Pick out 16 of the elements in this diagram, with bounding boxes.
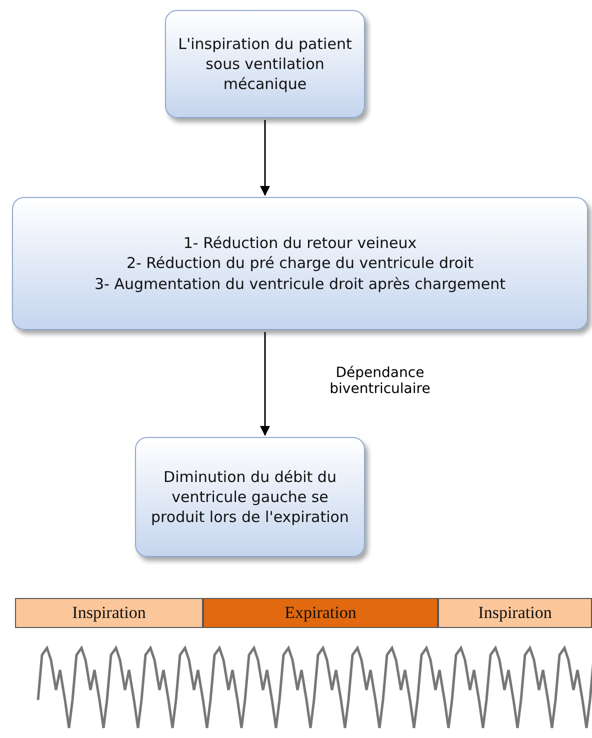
node-text: 1- Réduction du retour veineux (183, 233, 417, 254)
node-text: 3- Augmentation du ventricule droit après chargement (94, 274, 506, 294)
node-text: Inspiration (478, 602, 552, 624)
arrow (260, 332, 270, 436)
phase-band (438, 598, 592, 628)
node-text: L'inspiration du patient sous ventilation mécanique (178, 34, 352, 94)
process-box (12, 197, 588, 330)
arrow (260, 120, 270, 196)
node-text: Inspiration (72, 602, 146, 624)
node-text: Expiration (284, 602, 356, 624)
phase-band (15, 598, 203, 628)
process-box (135, 437, 365, 557)
node-text: Diminution du débit du ventricule gauche se produit lors de l'expiration (150, 466, 350, 528)
phase-band (203, 598, 438, 628)
node-text: 2- Réduction du pré charge du ventricule droit (126, 253, 474, 274)
process-box (165, 10, 365, 118)
